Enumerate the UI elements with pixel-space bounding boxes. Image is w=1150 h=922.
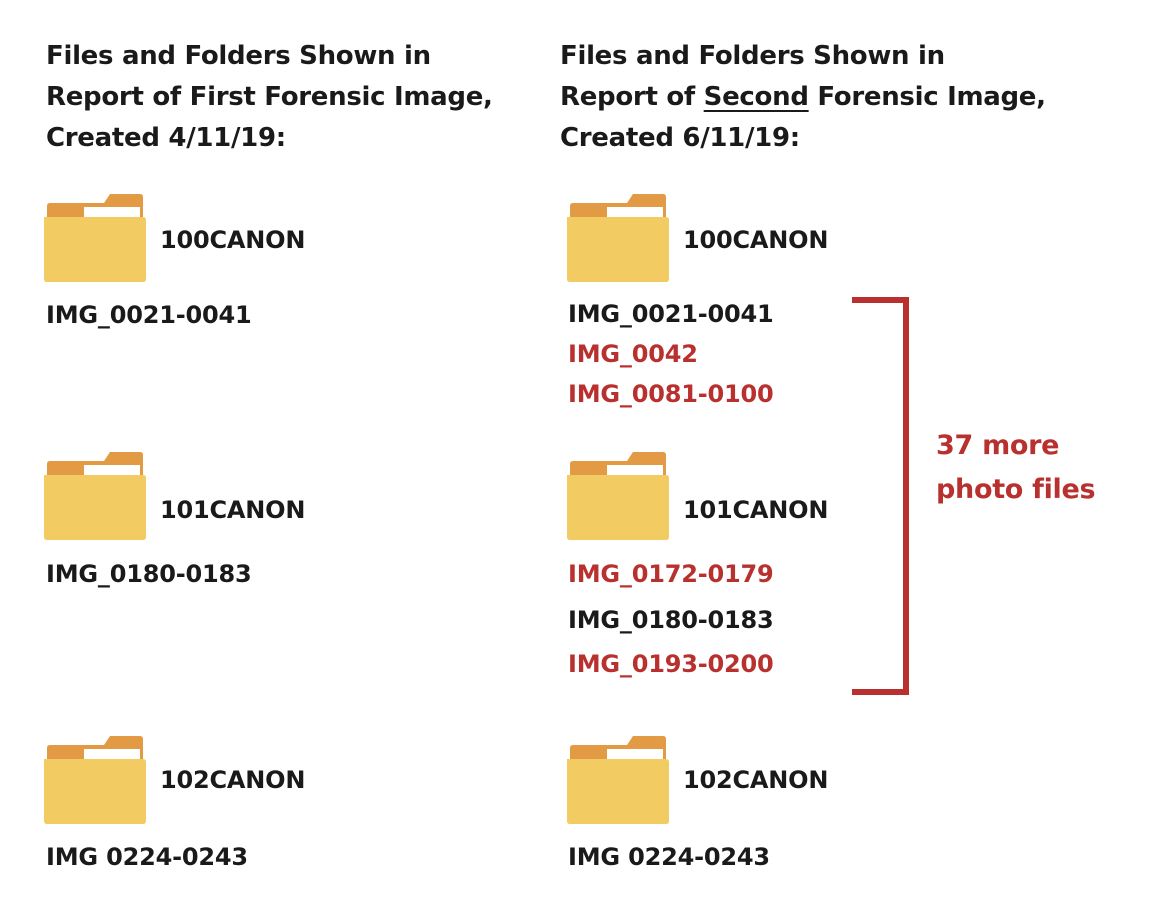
folder-icon — [44, 736, 146, 824]
heading-line: Report of Second Forensic Image, — [560, 77, 1046, 118]
added-file-entry: IMG_0172-0179 — [568, 560, 774, 588]
right-column-heading: Files and Folders Shown in Report of Sec… — [560, 36, 1046, 159]
folder-body — [44, 475, 146, 540]
underlined-word: Second — [703, 82, 809, 112]
folder-icon — [44, 452, 146, 540]
folder-body — [44, 759, 146, 824]
folder-name: 100CANON — [160, 226, 306, 254]
folder-body — [567, 217, 669, 282]
folder-icon — [44, 194, 146, 282]
folder-body — [567, 475, 669, 540]
annotation-line: photo files — [936, 474, 1096, 505]
heading-text: Report of — [560, 82, 704, 112]
added-file-entry: IMG_0081-0100 — [568, 380, 774, 408]
folder-name: 100CANON — [683, 226, 829, 254]
file-entry: IMG_0021-0041 — [568, 300, 774, 328]
file-entry: IMG 0224-0243 — [568, 843, 770, 871]
heading-line: Files and Folders Shown in — [560, 41, 945, 71]
heading-text: Forensic Image, — [808, 82, 1046, 112]
heading-line: Created 4/11/19: — [46, 123, 286, 153]
added-file-entry: IMG_0042 — [568, 340, 698, 368]
folder-icon — [567, 736, 669, 824]
annotation-line: 37 more — [936, 430, 1060, 461]
folder-icon — [567, 194, 669, 282]
file-entry: IMG_0180-0183 — [568, 606, 774, 634]
folder-body — [567, 759, 669, 824]
added-file-entry: IMG_0193-0200 — [568, 650, 774, 678]
folder-body — [44, 217, 146, 282]
annotation: 37 more photo files — [936, 424, 1096, 512]
folder-name: 102CANON — [160, 766, 306, 794]
bracket-icon — [852, 297, 909, 695]
heading-line: Files and Folders Shown in — [46, 41, 431, 71]
folder-name: 101CANON — [683, 496, 829, 524]
file-entry: IMG_0021-0041 — [46, 301, 252, 329]
file-entry: IMG 0224-0243 — [46, 843, 248, 871]
folder-name: 101CANON — [160, 496, 306, 524]
file-entry: IMG_0180-0183 — [46, 560, 252, 588]
heading-line: Report of First Forensic Image, — [46, 82, 493, 112]
folder-name: 102CANON — [683, 766, 829, 794]
folder-icon — [567, 452, 669, 540]
heading-line: Created 6/11/19: — [560, 123, 800, 153]
left-column-heading: Files and Folders Shown in Report of Fir… — [46, 36, 493, 159]
